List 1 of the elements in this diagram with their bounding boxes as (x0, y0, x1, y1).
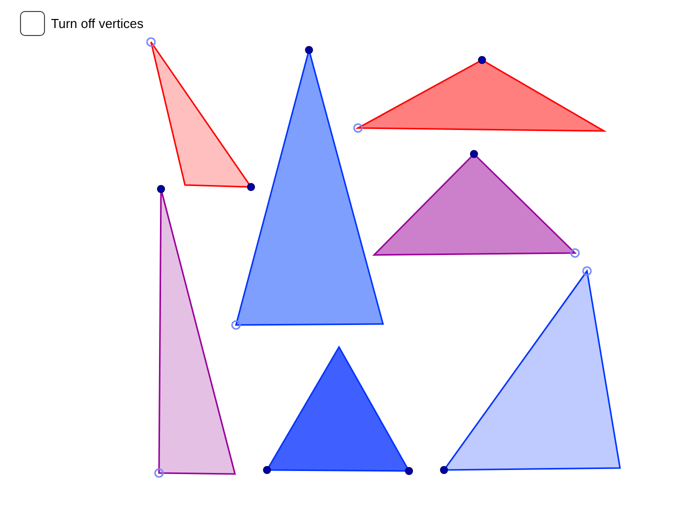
checkbox-label: Turn off vertices (51, 16, 144, 31)
